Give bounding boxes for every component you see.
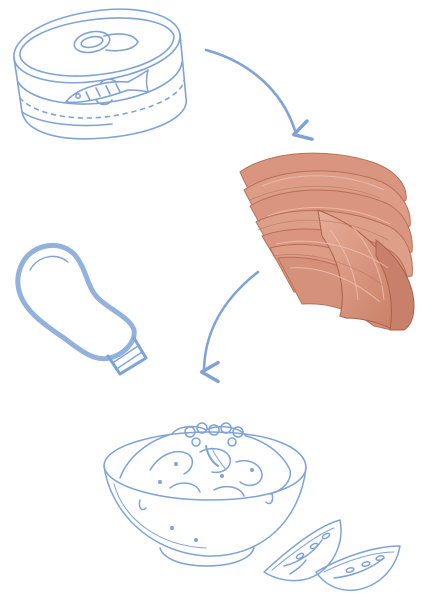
tuna-can-icon: [14, 9, 186, 139]
arrow-can-to-slices: [206, 50, 296, 134]
arrow-slices-to-bowl: [204, 272, 258, 372]
tomato-wedges-icon: [264, 520, 400, 590]
tuna-salad-bowl-icon: [104, 423, 306, 566]
mayonnaise-bottle-icon: [18, 245, 146, 374]
tuna-slices: [240, 153, 414, 330]
